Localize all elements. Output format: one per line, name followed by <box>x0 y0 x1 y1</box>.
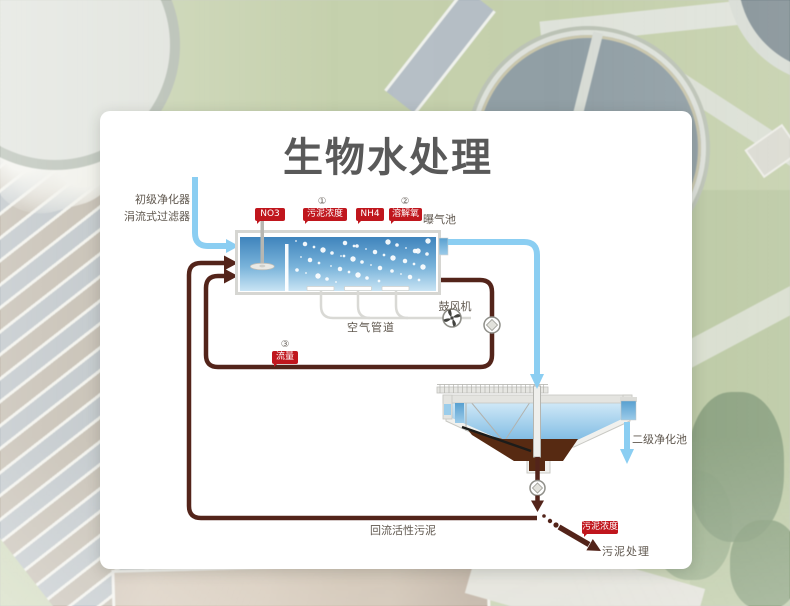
air-duct-label: 空气管道 <box>347 321 395 334</box>
diagram-card: 生物水处理 初级净化器 涓流式过滤器 NO3 ① 污泥浓度 NH4 ② 溶解氧 … <box>100 111 692 569</box>
secondary-clarifier <box>436 384 637 474</box>
influent-label: 初级净化器 涓流式过滤器 <box>110 191 190 225</box>
influent-arrow <box>226 239 239 253</box>
sludge-concentration-badge-1: 污泥浓度 <box>303 208 347 224</box>
influent-pipe <box>192 177 239 253</box>
sludge-treatment-label: 污泥处理 <box>602 545 650 558</box>
effluent-arrow <box>530 374 544 389</box>
nh4-sensor-badge: NH4 <box>356 208 384 224</box>
air-diffusers <box>306 286 410 291</box>
marker-1: ① <box>317 196 327 207</box>
aeration-tank-label: 曝气池 <box>423 213 456 226</box>
secondary-clarifier-label: 二级净化池 <box>632 433 687 446</box>
page-title: 生物水处理 <box>283 135 493 181</box>
no3-sensor-badge: NO3 <box>255 208 285 224</box>
aeration-water <box>240 237 436 291</box>
clarified-water-arrow <box>620 422 634 464</box>
photo-trees <box>688 392 784 542</box>
aeration-bubbles <box>295 238 431 283</box>
return-sludge-pipe-loop <box>186 255 537 521</box>
recirculation-pump-icon <box>483 316 501 334</box>
recirculation-pipe-loop <box>203 268 501 370</box>
blower-fan-icon <box>442 308 462 328</box>
marker-2: ② <box>400 196 410 207</box>
underflow-pump-icon <box>529 479 546 497</box>
flow-badge: 流量 <box>272 351 298 367</box>
recirculation-arrow <box>224 268 238 284</box>
sludge-flow-dots <box>542 514 559 528</box>
scraper-bridge <box>436 384 549 394</box>
sludge-underflow <box>529 457 601 551</box>
dissolved-oxygen-badge: 溶解氧 <box>389 208 422 224</box>
left-weir-box <box>455 403 464 423</box>
aeration-tank <box>235 221 449 295</box>
scraper-blade <box>461 425 532 453</box>
underflow-arrow <box>531 500 544 512</box>
mixer-icon <box>249 221 275 271</box>
photo-trees <box>730 520 790 606</box>
right-weir-box <box>620 400 637 421</box>
trickling-filter-label: 涓流式过滤器 <box>124 210 190 223</box>
outlet-weir <box>438 237 449 256</box>
tank-divider <box>285 244 289 291</box>
right-weir-cap <box>620 397 637 402</box>
left-effluent-channel <box>444 404 451 415</box>
center-column <box>533 385 541 458</box>
primary-purifier-label: 初级净化器 <box>135 193 190 206</box>
sludge-concentration-badge-2: 污泥浓度 <box>582 521 619 537</box>
return-activated-sludge-label: 回流活性污泥 <box>370 524 436 537</box>
marker-3: ③ <box>280 339 290 350</box>
process-diagram <box>186 177 637 551</box>
sludge-treatment-arrow <box>557 524 601 551</box>
return-sludge-arrow <box>224 255 238 271</box>
blower-label: 鼓风机 <box>438 300 472 313</box>
effluent-pipe <box>448 239 544 389</box>
